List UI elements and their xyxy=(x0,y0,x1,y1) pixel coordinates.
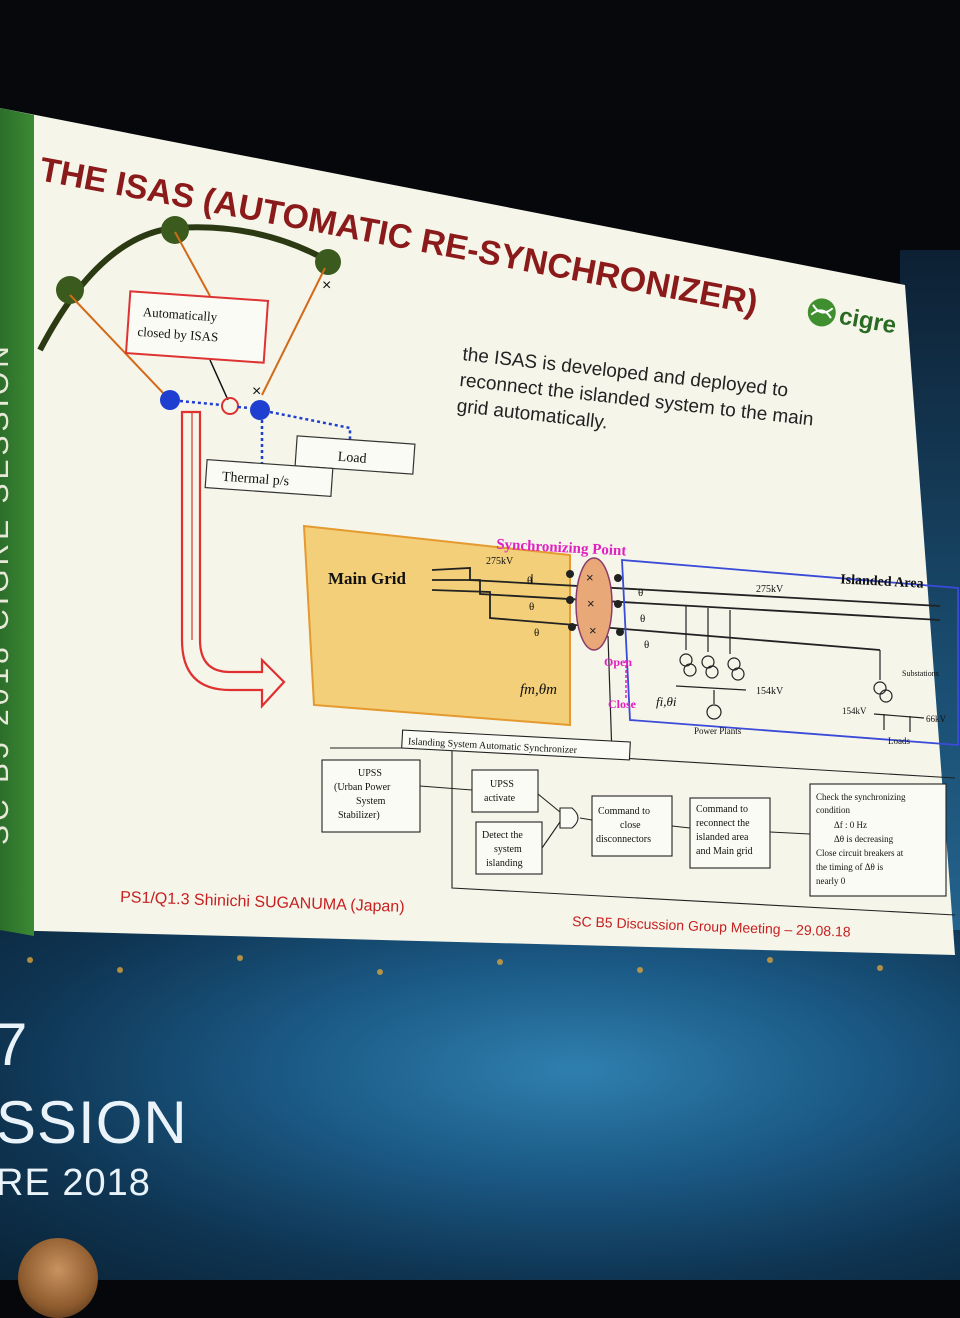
hall-text-year: 7 xyxy=(0,1011,29,1078)
hall-ceiling xyxy=(0,0,960,120)
main-grid-label: Main Grid xyxy=(328,569,406,588)
upss-line-2: (Urban Power xyxy=(334,782,391,793)
command-close-line-1: Command to xyxy=(598,806,650,817)
svg-text:×: × xyxy=(589,623,597,638)
close-label: Close xyxy=(608,697,637,711)
upss-line-3: System xyxy=(356,796,386,807)
svg-text:×: × xyxy=(322,277,331,294)
svg-text:×: × xyxy=(252,383,261,400)
theta-3: θ xyxy=(534,627,539,639)
callout-line-1: Automatically xyxy=(142,304,218,324)
hall-text-session: SSION xyxy=(0,1089,188,1156)
kv-275-left: 275kV xyxy=(486,556,514,567)
fi-label: fi,θi xyxy=(656,694,677,709)
islanded-area xyxy=(621,559,959,746)
reconnect-line-3: islanded area xyxy=(696,832,749,843)
kv-154-right: 154kV xyxy=(842,706,867,716)
kv-154-mid: 154kV xyxy=(756,686,784,697)
activate-line-2: activate xyxy=(484,793,516,804)
detect-line-2: system xyxy=(494,844,522,855)
check-line-1: Check the synchronizing xyxy=(816,792,906,802)
command-reconnect-box xyxy=(689,797,771,869)
upss-line-4: Stabilizer) xyxy=(338,810,380,821)
sync-point-ellipse xyxy=(575,557,613,651)
command-close-box xyxy=(591,795,673,857)
presenter-head xyxy=(18,1238,98,1318)
islanded-area-label: Islanded Area xyxy=(840,572,924,591)
theta-6: θ xyxy=(644,639,649,651)
power-plants-label: Power Plants xyxy=(694,726,742,736)
theta-4: θ xyxy=(638,587,643,599)
side-band xyxy=(0,108,34,936)
network-sketch: × Automatically closed by ISAS × Load Th… xyxy=(37,216,416,709)
theta-1: θ xyxy=(527,575,532,587)
check-line-7: nearly 0 xyxy=(816,876,846,886)
slide: SC B5 2018 CIGRE SESSION THE ISAS (AUTOM… xyxy=(0,108,959,955)
svg-text:×: × xyxy=(586,570,594,585)
stage-lights xyxy=(27,955,883,975)
reconnect-line-4: and Main grid xyxy=(696,846,753,857)
command-close-line-2: close xyxy=(620,820,641,831)
grid-diagram: Main Grid fm,θm Synchronizing Point 275k… xyxy=(302,524,959,757)
event-screen xyxy=(0,930,960,1280)
detect-line-1: Detect the xyxy=(482,830,523,841)
flow-diagram: Islanding System Automatic Synchronizer … xyxy=(321,729,956,916)
check-box xyxy=(809,783,947,897)
loads-label: Loads xyxy=(888,736,910,746)
hall-text-date: RE 2018 xyxy=(0,1162,151,1204)
main-grid-area xyxy=(302,524,571,727)
thermal-label: Thermal p/s xyxy=(221,470,289,490)
side-band-text: SC B5 2018 CIGRE SESSION xyxy=(0,342,15,845)
activate-box xyxy=(471,769,539,813)
command-close-line-3: disconnectors xyxy=(596,834,651,845)
kv-66-label: 66kV xyxy=(926,714,947,724)
kv-275-right: 275kV xyxy=(756,584,784,595)
check-line-2: condition xyxy=(816,805,850,815)
fm-label: fm,θm xyxy=(520,682,557,698)
check-line-6: the timing of Δθ is xyxy=(816,862,884,872)
upss-box xyxy=(321,759,421,833)
detect-line-3: islanding xyxy=(486,858,523,869)
open-label: Open xyxy=(604,655,632,669)
upss-line-1: UPSS xyxy=(358,768,382,779)
sync-point-label: Synchronizing Point xyxy=(496,537,627,560)
theta-2: θ xyxy=(529,601,534,613)
reconnect-line-2: reconnect the xyxy=(696,818,750,829)
theta-5: θ xyxy=(640,613,645,625)
callout-line-2: closed by ISAS xyxy=(137,324,219,345)
reconnect-line-1: Command to xyxy=(696,804,748,815)
check-line-4: Δθ is decreasing xyxy=(834,834,894,844)
substations-label: Substations xyxy=(902,669,939,678)
load-label: Load xyxy=(337,450,367,467)
svg-text:×: × xyxy=(587,596,595,611)
activate-line-1: UPSS xyxy=(490,779,514,790)
check-line-5: Close circuit breakers at xyxy=(816,848,904,858)
check-line-3: Δf : 0 Hz xyxy=(834,820,867,830)
